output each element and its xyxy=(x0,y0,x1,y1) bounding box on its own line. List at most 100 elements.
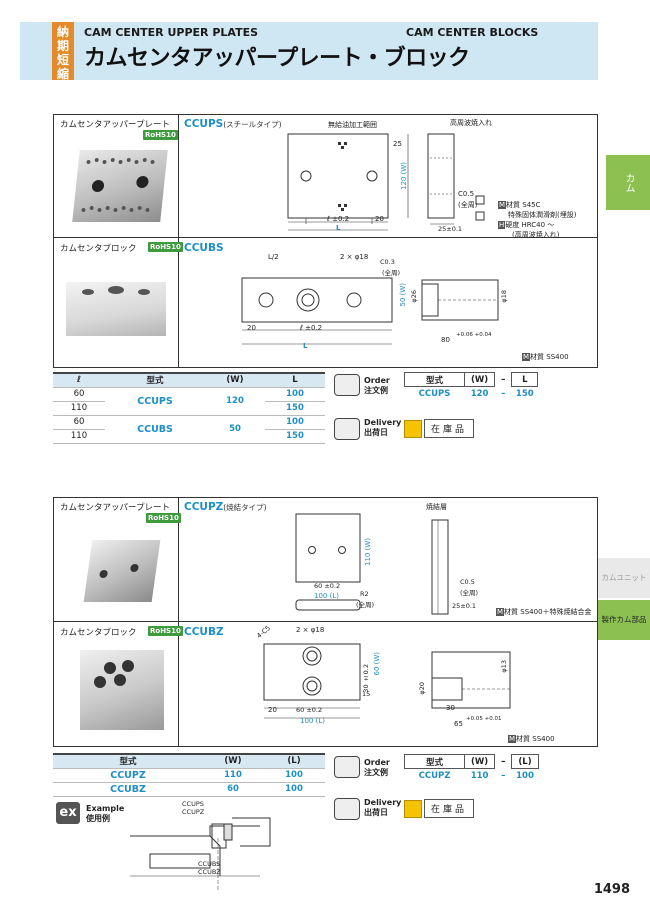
side-tab-cam[interactable]: カム xyxy=(606,155,650,210)
row-label-ccupz: カムセンタアッパープレート xyxy=(60,503,170,513)
ccupz-sinter-note: 焼結層 xyxy=(426,503,447,511)
rohs-badge: RoHS10 xyxy=(143,130,178,140)
delivery-truck-icon xyxy=(334,418,360,440)
spec-table-2: 型式 (W) (L) CCUPZ 110 100 CCUBZ 60 100 xyxy=(53,753,325,797)
ccupz-dim-r2: R2 xyxy=(360,590,369,598)
col-header-len: L xyxy=(265,372,325,388)
col-header-l: ℓ xyxy=(53,372,105,388)
table-row: CCUBZ 60 100 xyxy=(53,782,325,797)
side-tab-cam-parts[interactable]: 製作カム部品 xyxy=(598,600,650,640)
table-row: 60 CCUPS 120 100 xyxy=(53,387,325,416)
ccubz-dim-60: 60 ±0.2 xyxy=(296,706,323,714)
ccubz-dim-tol: +0.05 +0.01 xyxy=(466,716,502,722)
ccubz-dim-65: 65 xyxy=(454,720,463,728)
ccubs-dim-l2: L/2 xyxy=(268,253,279,261)
ccubs-material: M材質 SS400 xyxy=(522,353,569,361)
example-callout-upper: CCUPS CCUPZ xyxy=(182,800,205,816)
ccups-material: M材質 S45C 特殊固体潤滑剤(埋設) H硬度 HRC40 ～ (高周波焼入れ… xyxy=(498,201,577,239)
table-row: 110 150 xyxy=(53,401,325,416)
example-drawing xyxy=(130,817,271,892)
rohs-badge: RoHS10 xyxy=(146,513,181,523)
order-example-table-1: 型式 (W) – L CCUPS 120 – 150 xyxy=(404,372,539,401)
ccupz-dim-100: 100 (L) xyxy=(314,592,339,600)
ccups-quench-note: 高周波焼入れ xyxy=(450,119,492,127)
order-icon xyxy=(334,374,360,396)
ccubs-dim-20: 20 xyxy=(247,324,256,332)
row-label-ccubs: カムセンタブロック xyxy=(60,244,137,254)
table-row: 110 150 xyxy=(53,429,325,444)
ccups-dim-w: 120 (W) xyxy=(400,162,408,190)
stock-label: 在庫品 xyxy=(424,419,475,438)
ccups-dim-zen: (全周) xyxy=(458,201,478,209)
page-number: 1498 xyxy=(593,882,630,897)
ccupz-dim-zen2: (全周) xyxy=(460,589,479,597)
ccubz-material: M材質 SS400 xyxy=(508,735,555,743)
col-header-type: 型式 xyxy=(53,753,203,769)
page-title: カムセンタアッパープレート・ブロック xyxy=(84,46,470,71)
order-label: Order 注文例 xyxy=(364,376,390,395)
ccupz-photo-holes xyxy=(99,564,139,578)
row-label-ccups: カムセンタアッパープレート xyxy=(60,120,170,130)
ccubz-dim-20: 20 xyxy=(268,706,277,714)
example-callout-lower: CCUBS CCUBZ xyxy=(198,860,221,876)
ccups-dim-25: 25 xyxy=(393,140,402,148)
ccubz-drawing xyxy=(263,643,511,719)
table-row: CCUPZ 110 100 xyxy=(53,768,325,783)
example-badge: ex xyxy=(56,802,80,824)
order-icon xyxy=(334,756,360,778)
ccubz-dim-w: 60 (W) xyxy=(373,652,381,676)
example-label: Example 使用例 xyxy=(86,804,125,823)
ccubz-dim-phi20: φ20 xyxy=(418,682,426,695)
ccubz-dim-phi18: 2 × φ18 xyxy=(296,626,325,634)
code-ccubz: CCUBZ xyxy=(184,626,224,638)
code-ccubs: CCUBS xyxy=(184,242,224,254)
ccubs-drawing xyxy=(241,277,499,345)
rohs-badge: RoHS10 xyxy=(148,242,183,252)
ccubs-dim-phi18b: φ18 xyxy=(500,290,508,303)
ccubz-dim-100: 100 (L) xyxy=(300,717,325,725)
ccups-drawing xyxy=(287,133,485,231)
ccupz-material: M材質 SS400＋特殊焼結合金 xyxy=(496,608,592,616)
ccups-photo xyxy=(72,150,168,222)
ccubs-photo xyxy=(66,282,166,336)
delivery-label: Delivery 出荷日 xyxy=(364,798,402,817)
ccubs-dim-phi26: φ26 xyxy=(410,290,418,303)
stock-icon xyxy=(404,420,422,438)
col-header-type: 型式 xyxy=(105,372,205,388)
ccupz-dim-c05: C0.5 xyxy=(460,578,475,586)
ccups-dim-20: 20 xyxy=(375,215,384,223)
ccubs-dim-zen: (全周) xyxy=(382,269,401,277)
ccubz-photo-holes xyxy=(94,660,134,688)
delivery-label: Delivery 出荷日 xyxy=(364,418,402,437)
ccubs-dim-80: 80 xyxy=(441,336,450,344)
code-ccups: CCUPS(スチールタイプ) xyxy=(184,118,282,130)
ccubs-dim-tol: +0.06 +0.04 xyxy=(456,332,492,338)
ccupz-dim-zen: (全周) xyxy=(356,601,375,609)
ccups-dim-lpm: ℓ ±0.2 xyxy=(327,215,350,223)
code-ccupz: CCUPZ(焼結タイプ) xyxy=(184,501,267,513)
order-label: Order 注文例 xyxy=(364,758,390,777)
ccups-dim-l: L xyxy=(336,224,341,232)
ccups-photo-dots xyxy=(81,158,155,212)
ccupz-dim-60: 60 ±0.2 xyxy=(314,582,341,590)
title-en-left: CAM CENTER UPPER PLATES xyxy=(84,26,259,39)
ccubz-dim-phi13: φ13 xyxy=(500,660,508,673)
row-label-ccubz: カムセンタブロック xyxy=(60,628,137,638)
ccups-dim-c05: C0.5 xyxy=(458,190,475,198)
ccubs-photo-holes xyxy=(82,286,150,295)
rohs-badge: RoHS10 xyxy=(148,626,183,636)
ccups-oil-note: 無給油加工範囲 xyxy=(328,121,377,129)
ccups-dim-25b: 25±0.1 xyxy=(438,225,463,233)
header-band xyxy=(20,22,598,80)
ccubs-dim-c03: C0.3 xyxy=(380,258,395,266)
col-header-len: (L) xyxy=(263,753,325,769)
delivery-truck-icon xyxy=(334,798,360,820)
side-tab-cam-unit[interactable]: カムユニット xyxy=(598,558,650,598)
col-header-w: (W) xyxy=(203,753,263,769)
ccupz-dim-25: 25±0.1 xyxy=(452,602,477,610)
ccubs-dim-lpm: ℓ ±0.2 xyxy=(300,324,323,332)
short-lead-time-tag: 納期短縮 xyxy=(52,22,74,81)
title-en-right: CAM CENTER BLOCKS xyxy=(406,26,539,39)
col-header-w: (W) xyxy=(205,372,265,388)
ccubs-dim-l: L xyxy=(303,342,308,350)
